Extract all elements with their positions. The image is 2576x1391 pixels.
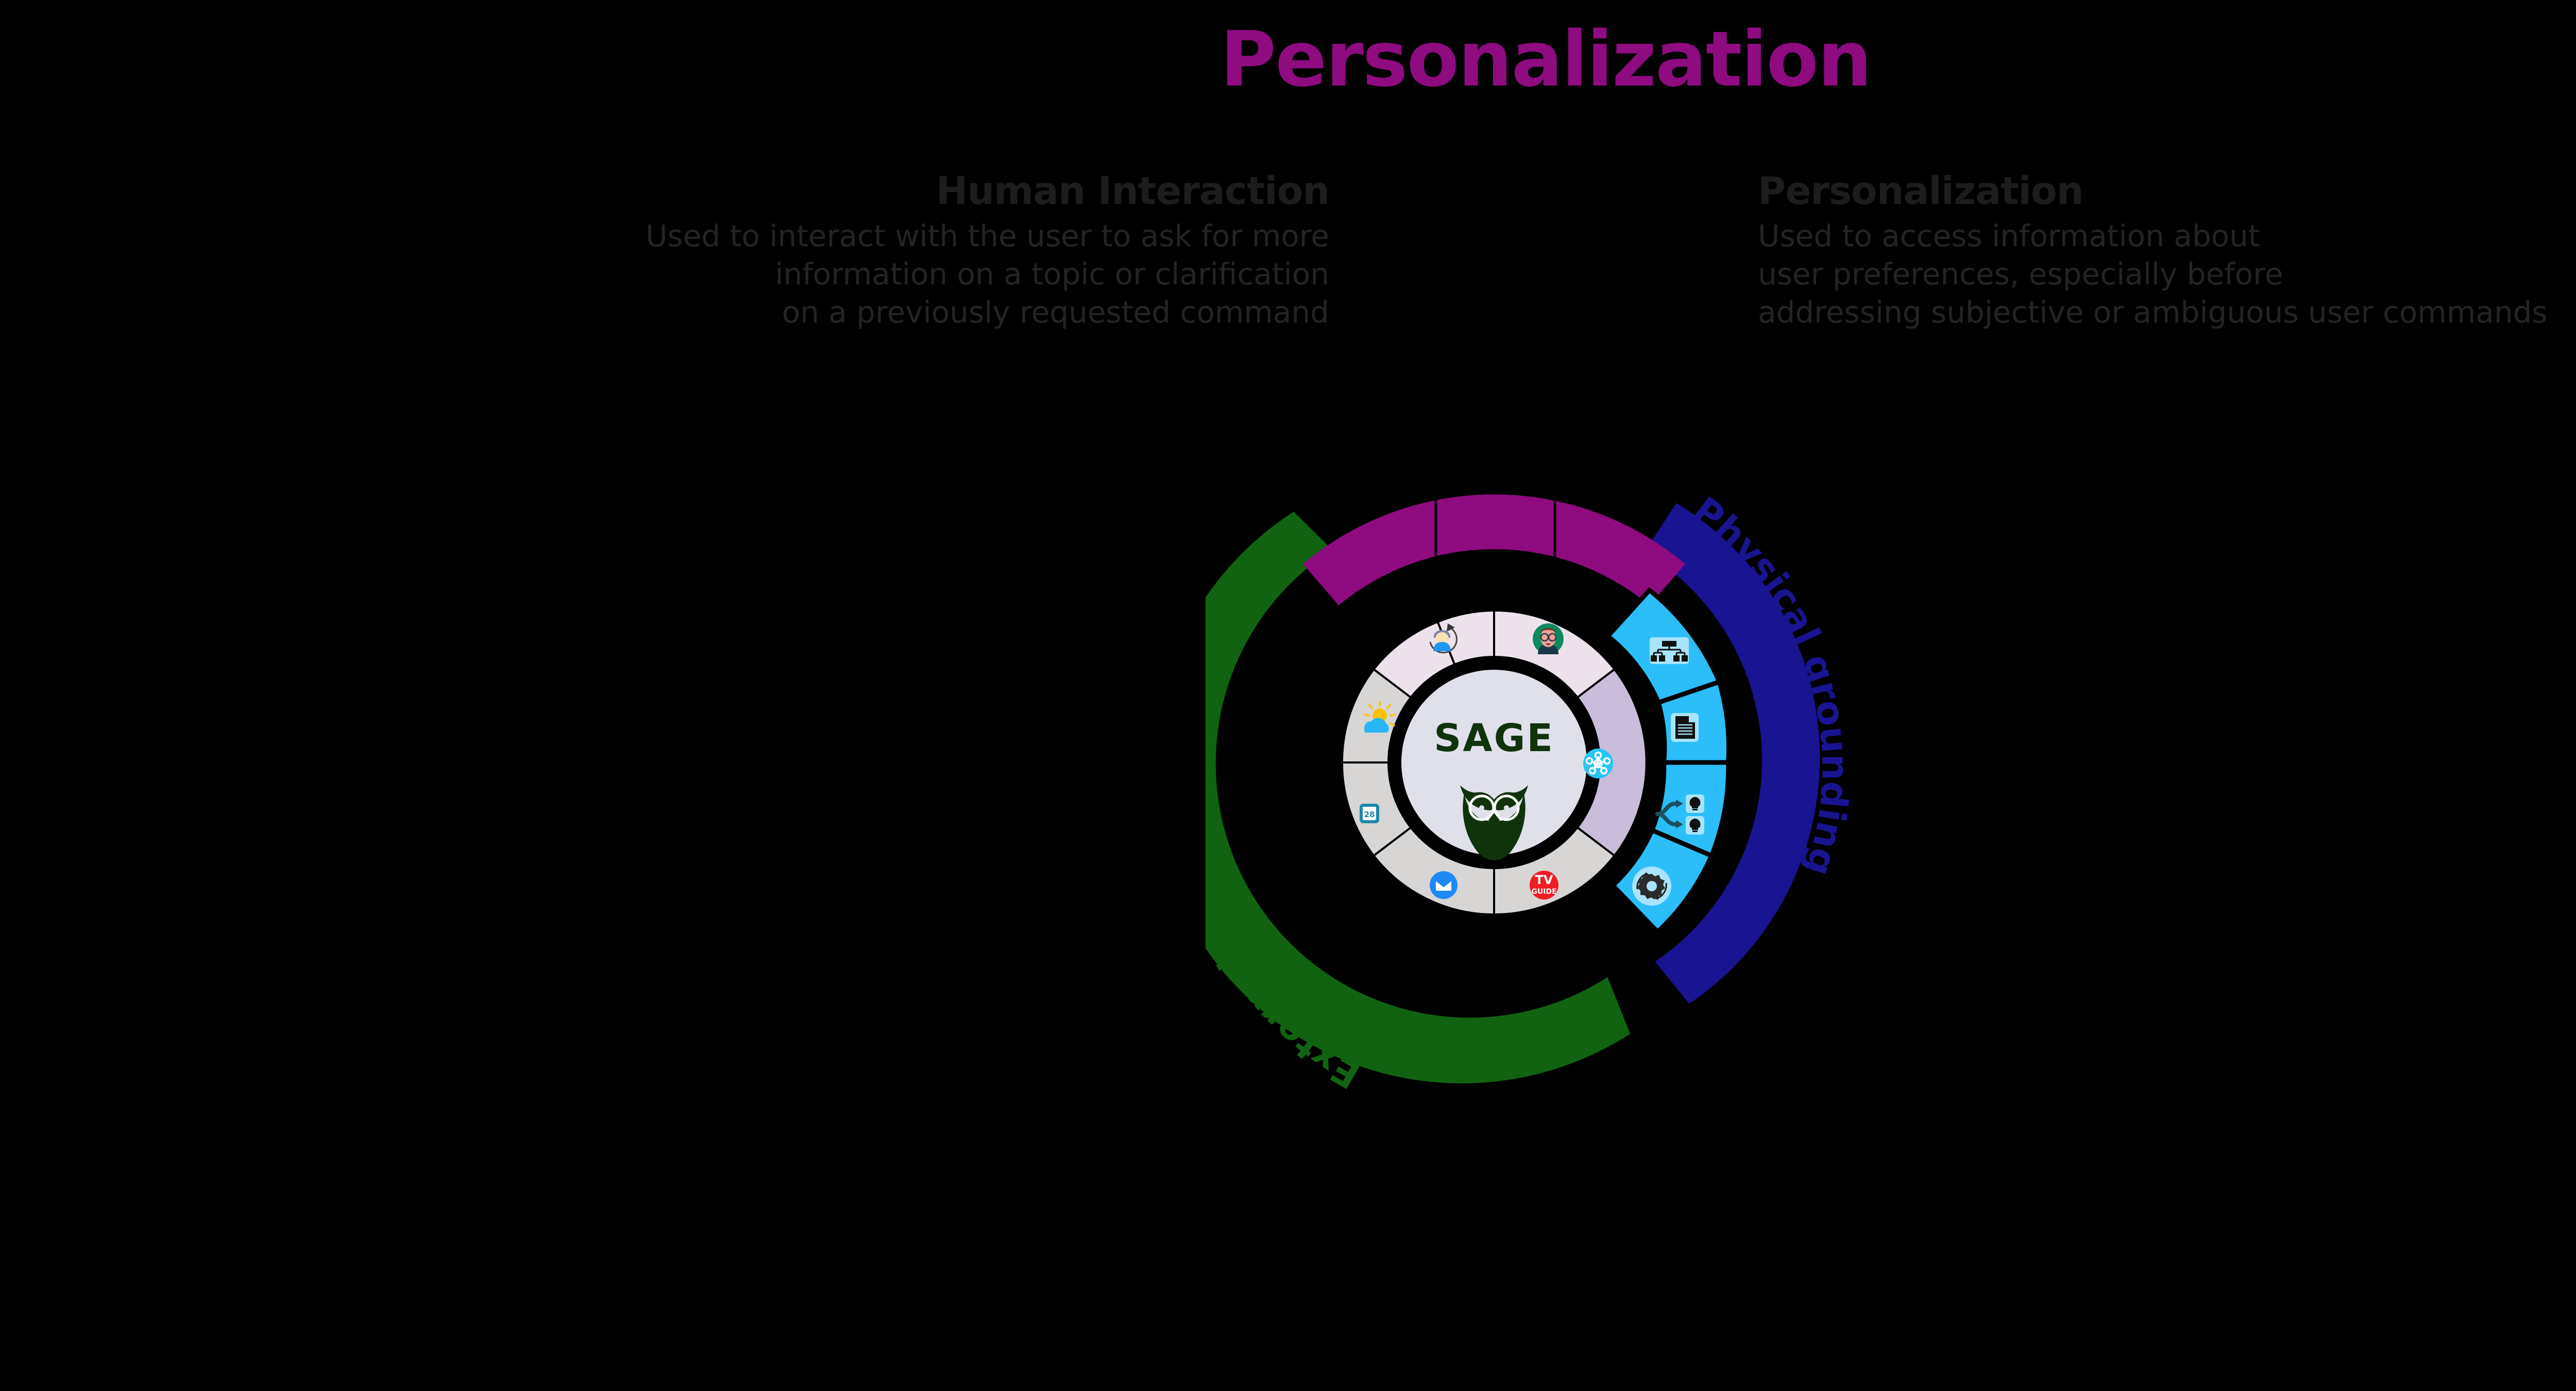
center-disc xyxy=(1401,670,1587,855)
callout-human-interaction-body: Used to interact with the user to ask fo… xyxy=(608,217,1329,332)
callout-personalization-heading: Personalization xyxy=(1758,169,2083,213)
arc-physical-grounding xyxy=(1644,503,1820,1004)
callout-personalization-body: Used to access information about user pr… xyxy=(1758,217,2576,332)
callout-personalization-line-2: user preferences, especially before xyxy=(1758,257,2283,292)
user-profile-avatar-icon xyxy=(1533,623,1564,654)
callout-personalization: Personalization Used to access informati… xyxy=(1758,170,2576,332)
arc-external-grounding xyxy=(1206,512,1631,1083)
center-label-sage: SAGE xyxy=(1434,716,1554,760)
callout-human-interaction-line-2: information on a topic or clarification xyxy=(775,257,1329,292)
core-outer-ring xyxy=(1326,594,1663,931)
svg-text:28: 28 xyxy=(1364,810,1375,819)
document-icon xyxy=(1671,713,1699,742)
callout-personalization-line-3: addressing subjective or ambiguous user … xyxy=(1758,295,2548,330)
mail-envelope-icon xyxy=(1430,871,1458,899)
tv-guide-icon: TV GUIDE xyxy=(1530,871,1558,900)
page-title: Personalization xyxy=(1220,15,1872,104)
callout-human-interaction-line-1: Used to interact with the user to ask fo… xyxy=(646,218,1329,253)
callout-human-interaction-heading: Human Interaction xyxy=(936,169,1330,213)
callout-human-interaction: Human Interaction Used to interact with … xyxy=(608,169,1330,332)
owl-logo-icon xyxy=(1460,785,1528,860)
branch-two-bulbs-icon xyxy=(1655,794,1704,835)
svg-text:TV: TV xyxy=(1535,873,1553,887)
arc-human-interaction xyxy=(1303,494,1685,605)
svg-text:GUIDE: GUIDE xyxy=(1531,888,1556,896)
org-chart-icon xyxy=(1650,637,1689,664)
user-switch-icon xyxy=(1429,623,1458,654)
sage-wheel-diagram: SAGE xyxy=(1206,381,2092,1144)
callout-human-interaction-line-3: on a previously requested command xyxy=(782,295,1329,330)
rotating-gear-icon xyxy=(1632,867,1671,906)
network-hub-icon xyxy=(1583,749,1613,778)
callout-personalization-line-1: Used to access information about xyxy=(1758,218,2260,253)
calendar-28-icon: 28 xyxy=(1360,804,1379,823)
weather-sun-cloud-icon xyxy=(1364,701,1396,733)
